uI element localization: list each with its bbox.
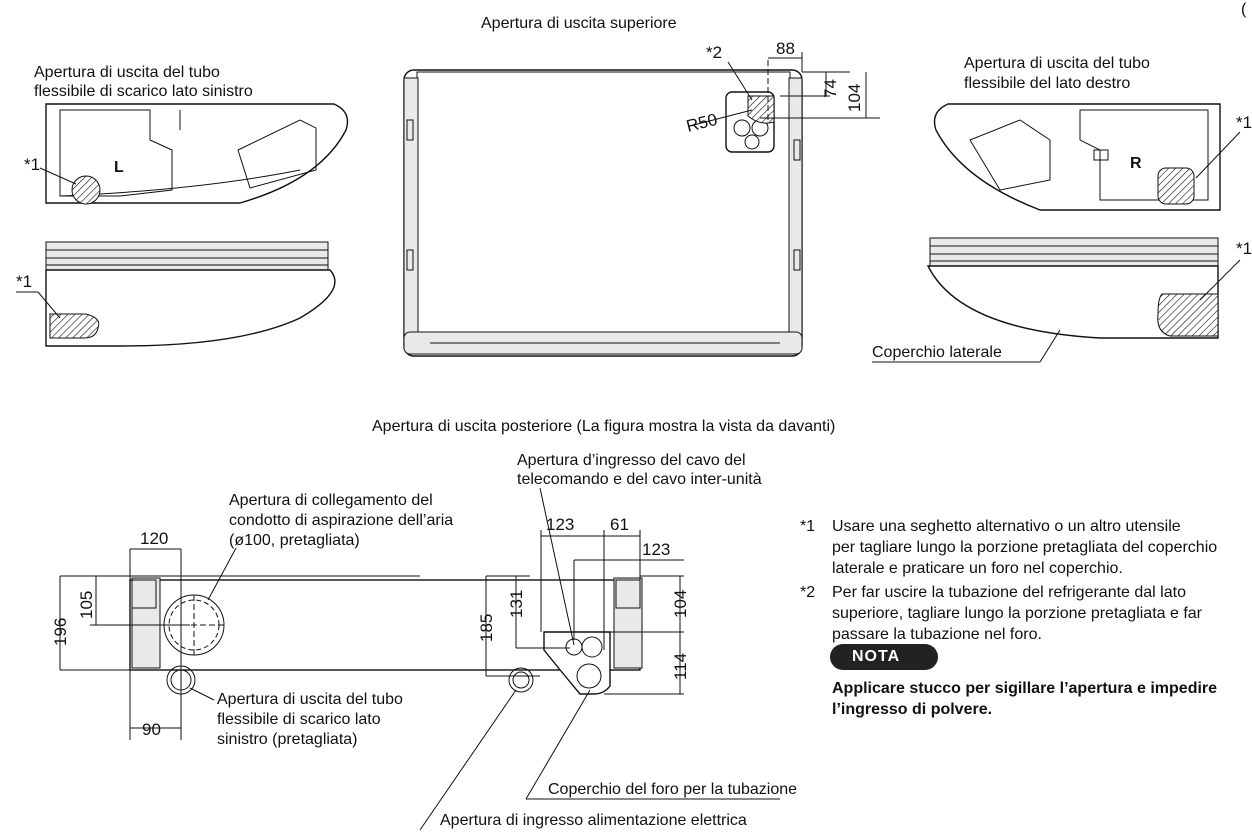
note2-line2: superiore, tagliare lungo la porzione pr… <box>832 605 1203 622</box>
nota-text: Applicare stucco per sigillare l’apertur… <box>832 678 1217 720</box>
power-inlet-label: Apertura di ingresso alimentazione elett… <box>440 812 747 829</box>
right-knockout-hatch <box>1157 167 1195 205</box>
dim-120: 120 <box>140 529 168 548</box>
right-title-line1: Apertura di uscita del tubo <box>964 55 1150 72</box>
right-view: Apertura di uscita del tubo flessibile d… <box>872 55 1252 363</box>
left-title-line2: flessibile di scarico lato sinistro <box>34 83 253 100</box>
dim-131: 131 <box>507 590 526 618</box>
corner-mark: ( <box>1241 1 1247 18</box>
drain-line1: Apertura di uscita del tubo <box>217 691 403 708</box>
cable-entry-line2: telecomando e del cavo inter-unità <box>517 471 762 488</box>
ref-1-left-a: *1 <box>24 155 40 174</box>
top-view-title: Apertura di uscita superiore <box>481 15 677 32</box>
left-louver <box>45 241 329 271</box>
nota-line1: Applicare stucco per sigillare l’apertur… <box>832 680 1218 697</box>
rear-left-grille <box>131 579 157 609</box>
side-cover-label: Coperchio laterale <box>872 344 1002 361</box>
dim-88: 88 <box>776 39 795 58</box>
right-side-panel <box>933 103 1221 211</box>
power-inlet <box>508 667 534 693</box>
left-title-line1: Apertura di uscita del tubo <box>34 64 220 81</box>
rear-right-grille <box>615 579 641 609</box>
top-view: Apertura di uscita superiore 88 74 104 *… <box>403 15 880 357</box>
ref-1-right-a: *1 <box>1236 113 1252 132</box>
dim-114: 114 <box>671 653 690 680</box>
rear-title: Apertura di uscita posteriore (La figura… <box>372 418 835 435</box>
note2-line1: Per far uscire la tubazione del refriger… <box>832 584 1186 601</box>
left-view: Apertura di uscita del tubo flessibile d… <box>16 64 349 347</box>
pipe-cover-label: Coperchio del foro per la tubazione <box>548 781 797 798</box>
duct-line2: condotto di aspirazione dell’aria <box>229 512 453 529</box>
side-letter-r: R <box>1130 155 1142 172</box>
right-side-cover <box>926 265 1219 339</box>
dim-105: 105 <box>77 591 96 619</box>
duct-line3: (ø100, pretagliata) <box>229 532 360 549</box>
ref-1-left-b: *1 <box>16 272 32 291</box>
dim-123b: 123 <box>642 540 670 559</box>
note1-line3: laterale e praticare un foro nel coperch… <box>832 560 1123 577</box>
dim-185: 185 <box>477 614 496 642</box>
ref-1-right-b: *1 <box>1236 239 1252 258</box>
top-left-rail <box>403 77 419 349</box>
dim-104: 104 <box>845 84 864 112</box>
dim-104-rear: 104 <box>671 590 690 618</box>
dim-196: 196 <box>51 618 70 646</box>
left-cover-hatch <box>49 313 100 339</box>
drain-line2: flessibile di scarico lato <box>217 711 381 728</box>
note1-line2: per tagliare lungo la porzione pretaglia… <box>832 539 1218 556</box>
dim-61: 61 <box>610 515 629 534</box>
right-cover-hatch <box>1157 293 1219 337</box>
note1-mark: *1 <box>800 518 816 535</box>
top-knockout-hatch <box>747 95 775 124</box>
duct-line1: Apertura di collegamento del <box>229 492 433 509</box>
nota-line2: l’ingresso di polvere. <box>832 701 993 718</box>
dim-74: 74 <box>821 79 840 98</box>
rear-view: Apertura di uscita posteriore (La figura… <box>51 418 835 831</box>
note2-mark: *2 <box>800 584 816 601</box>
left-knockout-hatch <box>71 175 101 205</box>
nota-badge: NOTA <box>830 644 938 670</box>
right-louver <box>929 237 1219 267</box>
dim-123a: 123 <box>546 515 574 534</box>
drain-line3: sinistro (pretagliata) <box>217 731 358 748</box>
note2-line3: passare la tubazione nel foro. <box>832 626 1042 643</box>
cable-entry-line1: Apertura d’ingresso del cavo del <box>517 452 746 469</box>
note1-line1: Usare una seghetto alternativo o un altr… <box>832 518 1181 535</box>
side-letter-l: L <box>114 159 124 176</box>
left-side-panel <box>45 103 349 204</box>
dim-90: 90 <box>142 720 161 739</box>
right-title-line2: flessibile del lato destro <box>964 75 1130 92</box>
ref-2-top: *2 <box>706 43 722 62</box>
left-side-cover <box>45 269 336 347</box>
